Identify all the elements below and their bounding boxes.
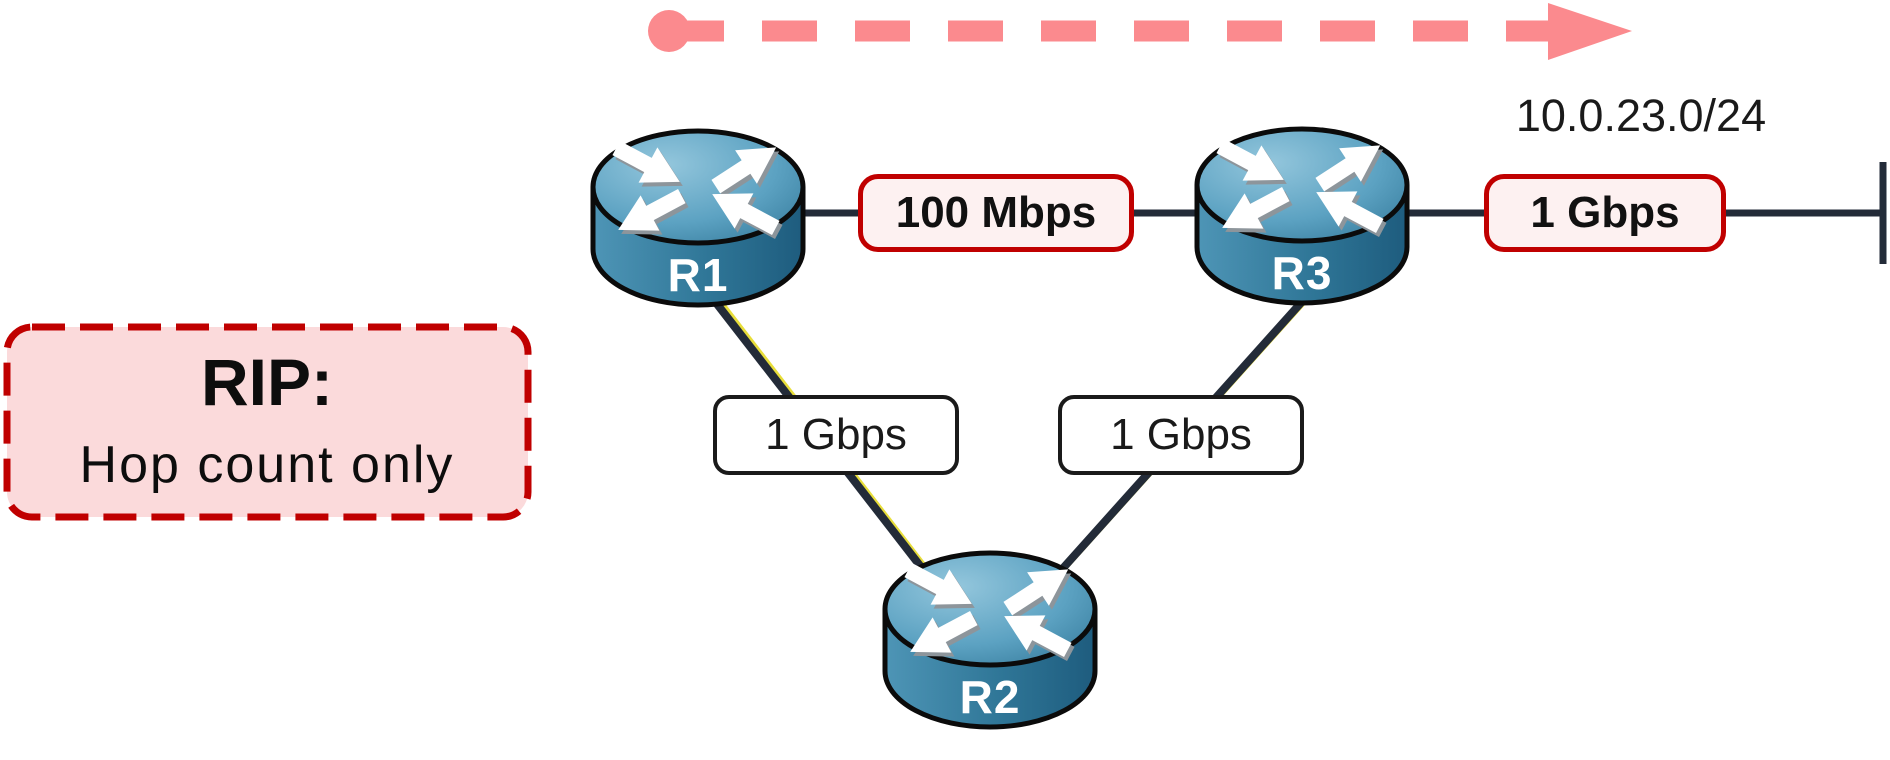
router-label-r3: R3 [1271,247,1333,299]
link-label-r1-r3: 100 Mbps [858,174,1134,252]
router-label-r1: R1 [667,249,729,301]
flow-arrow-head [1548,3,1632,60]
subnet-label: 10.0.23.0/24 [1515,90,1767,141]
rip-note: RIP: Hop count only [7,326,527,518]
rip-note-subtitle: Hop count only [79,436,455,494]
link-label-r2-r3: 1 Gbps [1058,395,1304,475]
rip-note-box [3,323,532,521]
link-label-r1-r2: 1 Gbps [713,395,959,475]
router-label-r2: R2 [959,671,1021,723]
link-label-r3-lan: 1 Gbps [1484,174,1726,252]
rip-note-title: RIP: [201,345,333,419]
flow-direction-arrow [648,3,1632,60]
